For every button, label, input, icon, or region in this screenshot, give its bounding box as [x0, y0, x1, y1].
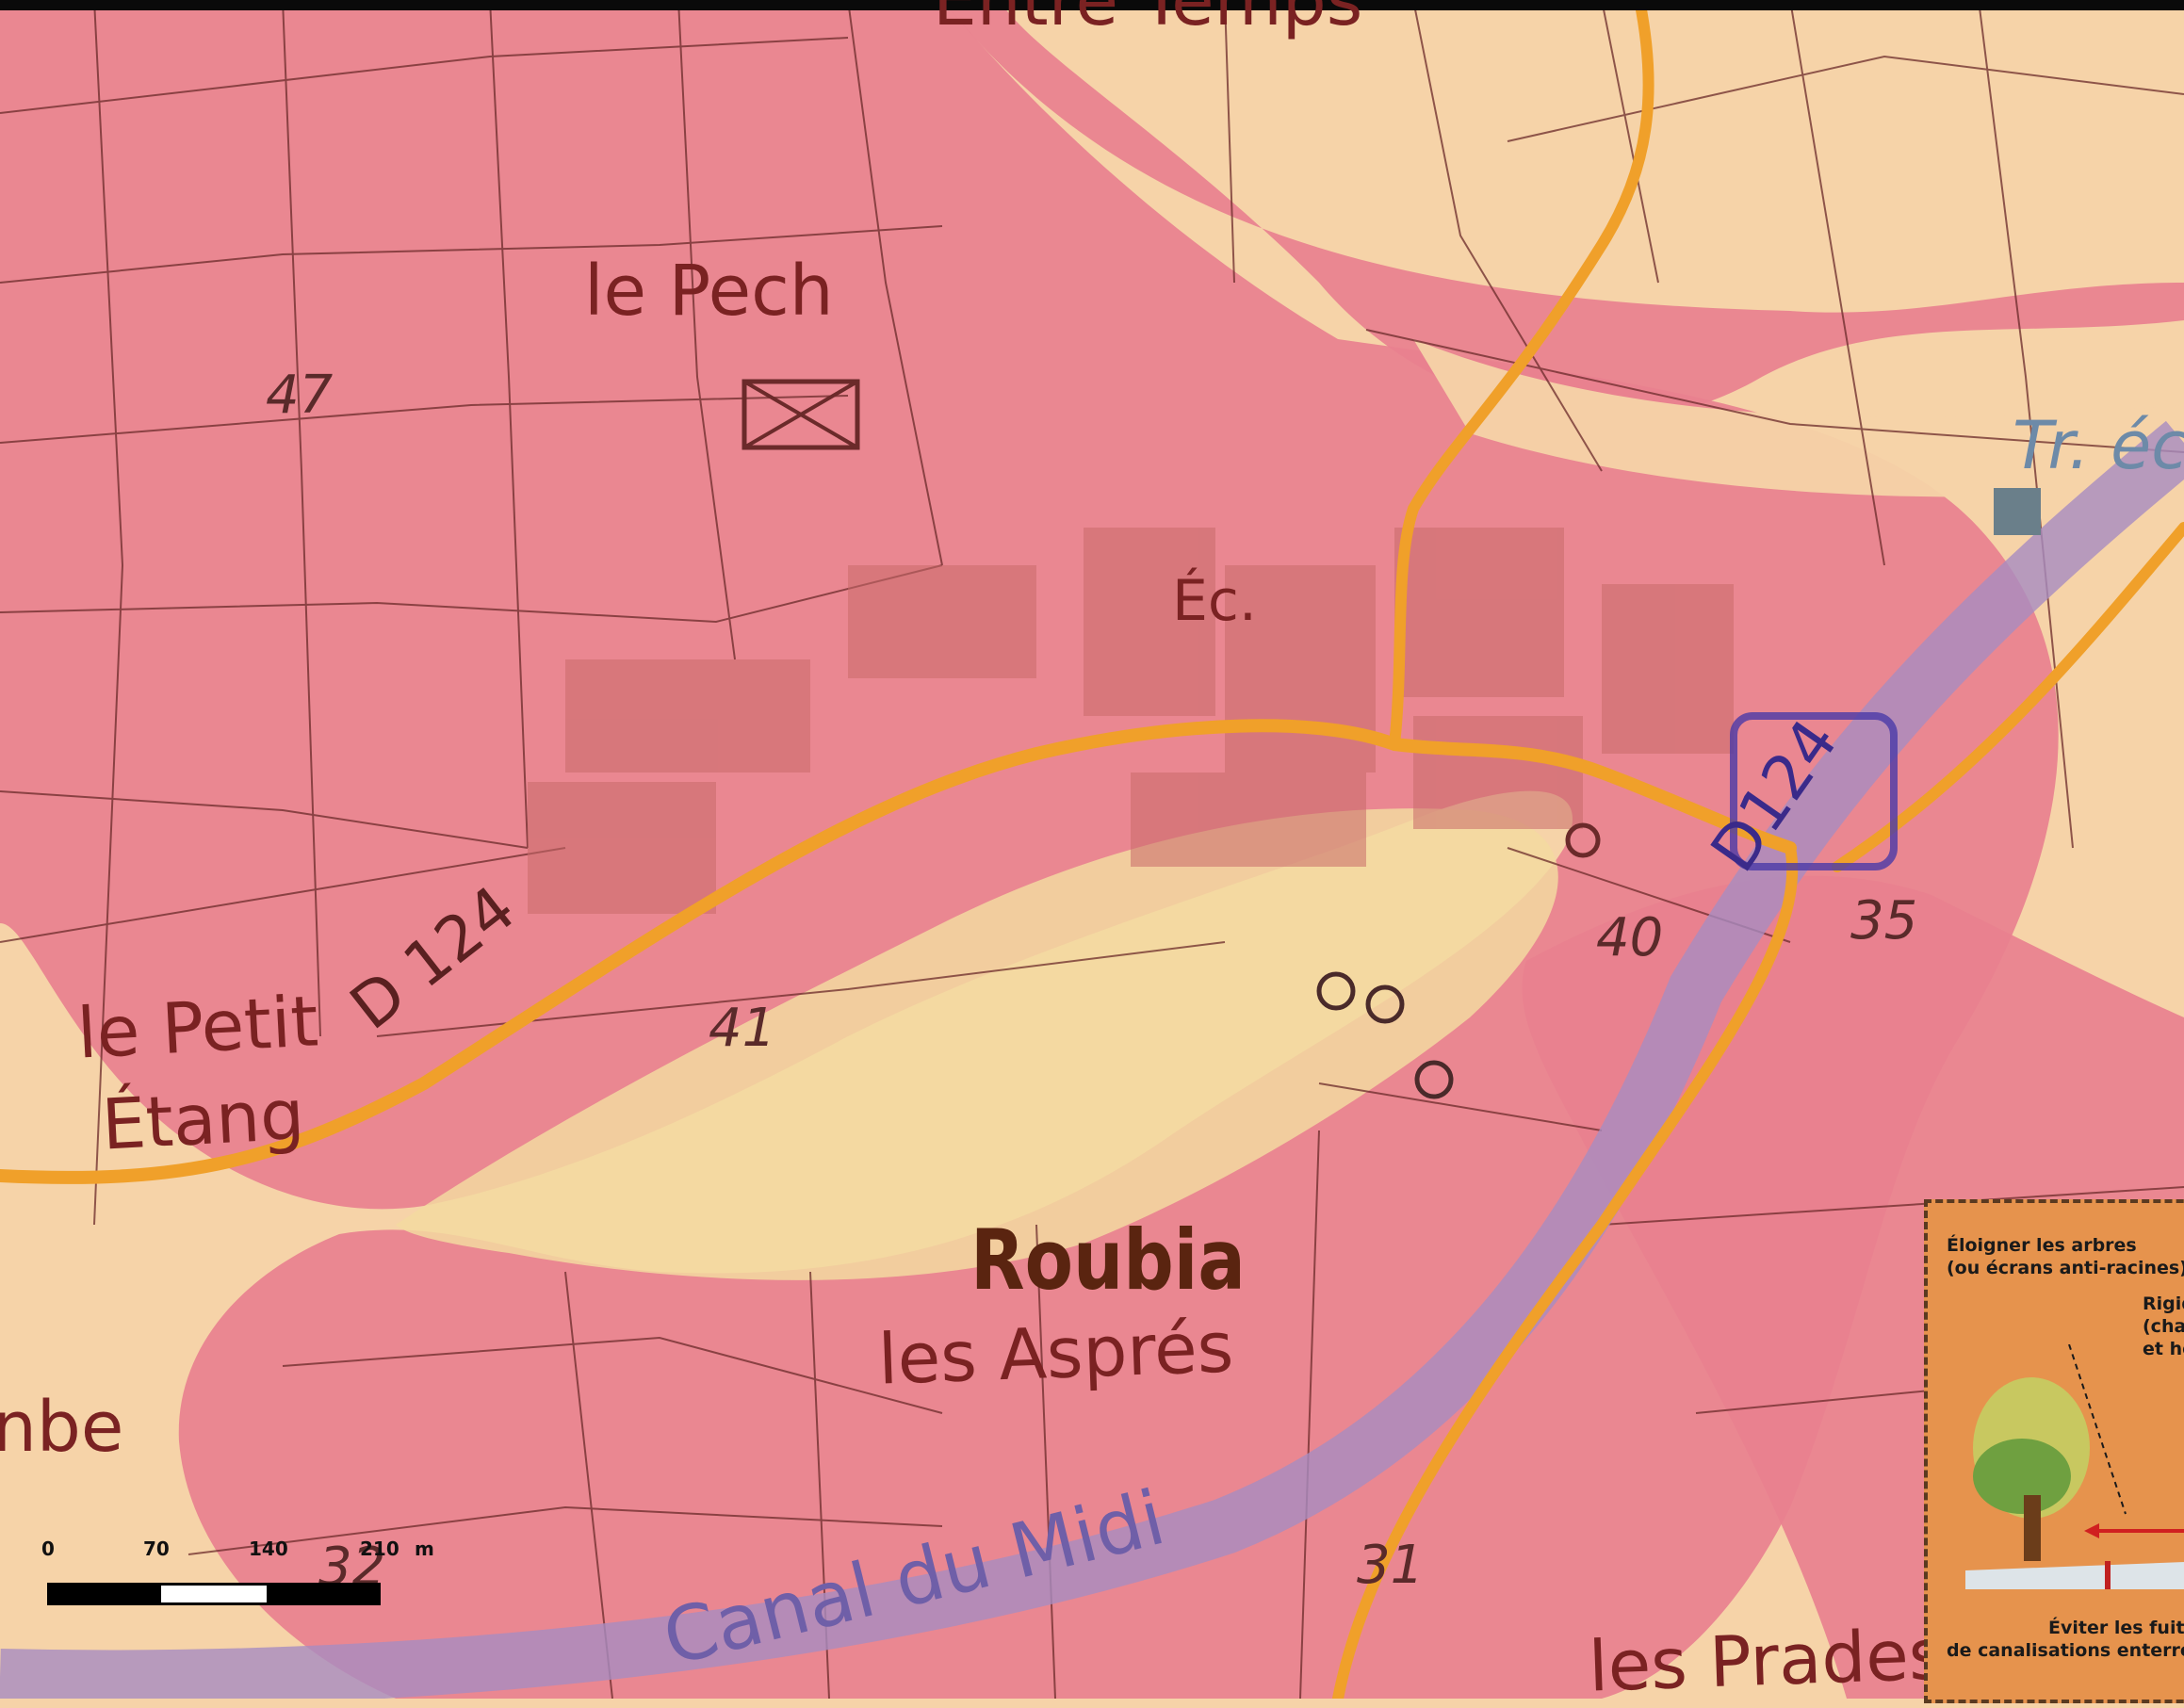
- legend-illustration: [1965, 1344, 2184, 1589]
- elevation-40: 40: [1596, 907, 1664, 968]
- ground-icon: [1965, 1562, 2184, 1589]
- sport-ground-symbol: [742, 379, 860, 450]
- church-symbol: [1565, 822, 1601, 858]
- scale-tick-140: 140: [249, 1537, 288, 1560]
- label-roubia: Roubia: [970, 1212, 1246, 1309]
- scale-unit: m: [415, 1537, 434, 1560]
- scale-tick-210: 210: [360, 1537, 399, 1560]
- tree-crown-shade-icon: [1973, 1439, 2071, 1514]
- label-le-pech: le Pech: [584, 251, 834, 332]
- village-buildings: [528, 528, 1734, 914]
- road-shield-outline: [1730, 712, 1898, 870]
- legend-text-bottom-2: de canalisations enterrées: [1947, 1640, 2184, 1661]
- legend-text-top-2: (ou écrans anti-racines): [1947, 1258, 2184, 1278]
- risk-zone-high: [0, 0, 2184, 420]
- risk-zone-northeast: [1413, 339, 2184, 497]
- scale-segment-3: [269, 1583, 381, 1605]
- top-border: [0, 0, 2184, 10]
- scale-tick-70: 70: [143, 1537, 170, 1560]
- risk-zone-moderate: [396, 808, 1558, 1280]
- scale-segment-2: [158, 1583, 269, 1605]
- legend-text-top-1: Éloigner les arbres: [1947, 1235, 2137, 1256]
- elevation-35: 35: [1850, 890, 1918, 952]
- label-etang: Étang: [99, 1074, 307, 1166]
- legend-panel: Éloigner les arbres (ou écrans anti-raci…: [1924, 1199, 2184, 1703]
- label-les-aspres: les Asprés: [876, 1307, 1235, 1401]
- poi-symbol-1: [1316, 971, 1356, 1011]
- legend-text-bottom-1: Éviter les fuites: [2048, 1618, 2184, 1638]
- label-entre-temps: Entre Temps: [933, 0, 1363, 41]
- distance-arrowhead-icon: [2084, 1523, 2099, 1538]
- scale-segment-1: [47, 1583, 158, 1605]
- scale-bar: 0 70 140 210 m: [41, 1537, 434, 1605]
- water-tower-symbol: [1994, 488, 2041, 535]
- poi-symbol-3: [1414, 1060, 1454, 1099]
- sport-ground-cross-b: [742, 380, 859, 449]
- label-les-prades: les Prades: [1587, 1614, 1947, 1708]
- elevation-47: 47: [266, 365, 334, 426]
- label-ec: Éc.: [1172, 568, 1257, 634]
- label-le-petit: le Petit: [74, 981, 320, 1075]
- elevation-31: 31: [1357, 1535, 1425, 1596]
- poi-symbol-2: [1365, 984, 1405, 1024]
- legend-arrow-line: [2068, 1344, 2127, 1515]
- legend-text-right-1: Rigid: [2143, 1293, 2184, 1314]
- label-tr-ec: Tr. éc: [2013, 407, 2184, 484]
- legend-text-right-2: (chaî: [2143, 1316, 2184, 1337]
- legend-text-right-3: et ho: [2143, 1339, 2184, 1359]
- label-nbe: nbe: [0, 1387, 124, 1468]
- elevation-41: 41: [709, 998, 776, 1059]
- tree-trunk-icon: [2024, 1495, 2041, 1561]
- scale-tick-0: 0: [41, 1537, 55, 1560]
- canal-du-midi: [0, 420, 2184, 1699]
- root-barrier-icon: [2105, 1561, 2111, 1589]
